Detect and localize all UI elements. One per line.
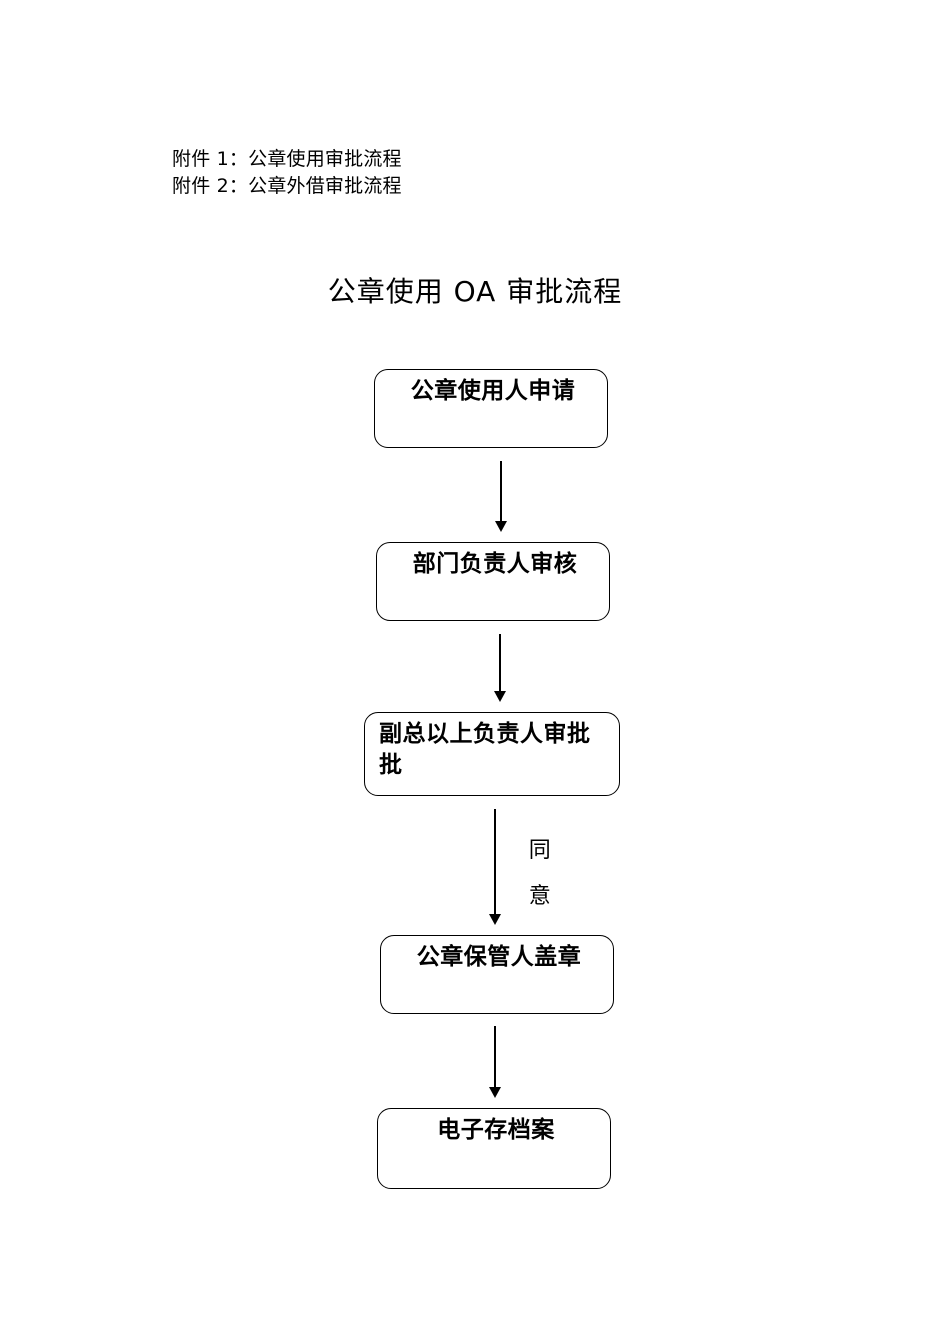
arrow-stem: [500, 461, 502, 521]
flow-node-seal-keeper-stamp: 公章保管人盖章: [380, 935, 614, 1014]
arrow-head-icon: [488, 1087, 501, 1098]
flow-node-label: 副总以上负责人审批批: [379, 721, 591, 778]
attachment-notes: 附件 1：公章使用审批流程 附件 2：公章外借审批流程: [172, 146, 402, 200]
flow-node-electronic-archive: 电子存档案: [377, 1108, 611, 1189]
flow-edge-label-approve: 同 意: [527, 828, 553, 920]
flow-node-label: 部门负责人审核: [412, 551, 578, 577]
arrow-head-icon: [488, 914, 501, 925]
arrow-head-icon: [493, 691, 506, 702]
attachment-note-2: 附件 2：公章外借审批流程: [172, 175, 402, 197]
attachment-note-1: 附件 1：公章使用审批流程: [172, 148, 402, 170]
page-title: 公章使用 OA 审批流程: [327, 275, 623, 308]
arrow-stem: [494, 809, 496, 914]
flow-node-label: 公章保管人盖章: [416, 944, 582, 970]
arrow-head-icon: [494, 521, 507, 532]
flow-node-executive-approval: 副总以上负责人审批批: [364, 712, 620, 796]
arrow-stem: [499, 634, 501, 691]
flow-edge-label-char-2: 意: [528, 884, 552, 909]
arrow-stem: [494, 1026, 496, 1087]
flow-edge-label-char-1: 同: [528, 838, 552, 863]
flow-node-label: 电子存档案: [437, 1117, 555, 1143]
flow-node-applicant-request: 公章使用人申请: [374, 369, 608, 448]
flow-node-department-review: 部门负责人审核: [376, 542, 610, 621]
flow-node-label: 公章使用人申请: [410, 378, 576, 404]
